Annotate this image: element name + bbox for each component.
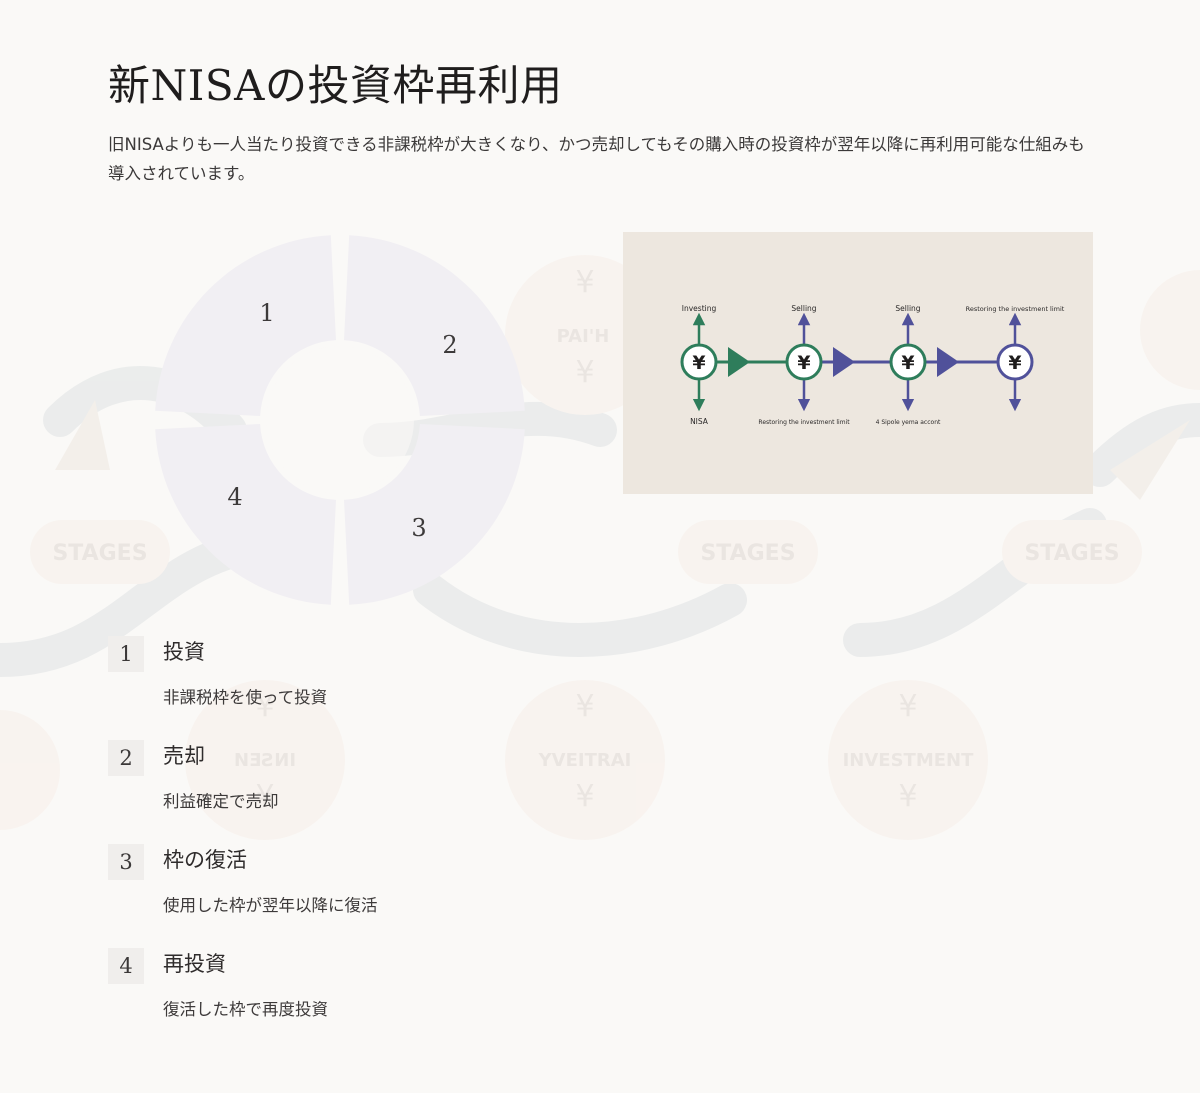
step-description: 復活した枠で再度投資 — [163, 1000, 328, 1019]
background-stage-pill — [1002, 520, 1142, 584]
background-investment-label: INVESTMENT — [843, 750, 975, 771]
yen-icon: ¥ — [575, 355, 594, 390]
yen-icon: ¥ — [898, 779, 917, 814]
background-stage-label: STAGES — [1024, 541, 1119, 566]
background-disc — [828, 680, 988, 840]
flow-node — [996, 343, 1034, 381]
background-mirror-label: NƎƧИI — [234, 750, 296, 771]
step-number-badge: 4 — [108, 948, 144, 984]
step-description: 利益確定で売却 — [163, 792, 279, 811]
flow-top-label: Selling — [791, 304, 816, 313]
background-disc — [505, 680, 665, 840]
step-description: 非課税枠を使って投資 — [163, 688, 328, 707]
background-stage-label: STAGES — [700, 541, 795, 566]
flow-bottom-label: 4 Sipole yema accont — [876, 419, 941, 426]
step-item-4: 4 再投資 復活した枠で再度投資 — [108, 946, 608, 1050]
background-disc — [185, 680, 345, 840]
step-title: 再投資 — [163, 952, 226, 976]
yen-icon: ¥ — [797, 352, 810, 374]
background-flow-band — [1083, 403, 1200, 487]
flow-node — [785, 343, 823, 381]
background-stage-pill — [678, 520, 818, 584]
flow-arrowhead — [833, 347, 855, 377]
step-title: 枠の復活 — [163, 848, 247, 872]
background-mirror-label: YVEITRAI — [538, 750, 632, 771]
cycle-segment-4 — [155, 424, 336, 605]
step-number-badge: 1 — [108, 636, 144, 672]
cycle-segment-number: 3 — [411, 514, 426, 542]
flow-bottom-label: NISA — [690, 417, 709, 426]
yen-icon: ¥ — [575, 689, 594, 724]
page-title: 新NISAの投資枠再利用 — [108, 61, 563, 110]
background-arrow-shape — [55, 400, 110, 470]
flow-top-label: Restoring the investment limit — [966, 305, 1065, 313]
step-title: 売却 — [163, 744, 205, 768]
flow-top-label: Investing — [682, 304, 717, 313]
step-list: 1 投資 非課税枠を使って投資 2 売却 利益確定で売却 3 枠の復活 使用した… — [108, 634, 608, 1050]
page-description: 旧NISAよりも一人当たり投資できる非課税枠が大きくなり、かつ売却してもその購入… — [108, 135, 1085, 183]
step-item-3: 3 枠の復活 使用した枠が翌年以降に復活 — [108, 842, 608, 946]
step-title: 投資 — [163, 640, 205, 664]
background-flow-band — [413, 573, 747, 657]
flow-node — [889, 343, 927, 381]
flow-bottom-label: Restoring the investment limit — [758, 419, 850, 426]
step-description: 使用した枠が翌年以降に復活 — [163, 896, 378, 915]
yen-icon: ¥ — [1008, 352, 1021, 374]
background-path-label: PAI'H — [557, 326, 610, 347]
yen-icon: ¥ — [901, 352, 914, 374]
cycle-segment-3 — [344, 424, 525, 605]
yen-icon: ¥ — [575, 265, 594, 300]
cycle-segment-2 — [344, 235, 525, 416]
step-item-2: 2 売却 利益確定で売却 — [108, 738, 608, 842]
yen-icon: ¥ — [692, 352, 705, 374]
step-item-1: 1 投資 非課税枠を使って投資 — [108, 634, 608, 738]
background-stage-pill — [30, 520, 170, 584]
background-disc — [1140, 270, 1200, 390]
cycle-segment-number: 1 — [259, 299, 274, 327]
background-arrow-shape — [1110, 420, 1190, 500]
flow-arrowhead — [728, 347, 750, 377]
yen-icon: ¥ — [575, 779, 594, 814]
yen-icon: ¥ — [255, 689, 274, 724]
yen-icon: ¥ — [255, 779, 274, 814]
background-art-group: STAGES STAGES STAGES INVESTMENT YVEITRAI NƎƧИ… — [0, 255, 1200, 840]
yen-icon: ¥ — [898, 689, 917, 724]
cycle-center — [266, 346, 414, 494]
step-number-badge: 3 — [108, 844, 144, 880]
flow-top-label: Selling — [895, 304, 920, 313]
background-stage-label: STAGES — [52, 541, 147, 566]
cycle-segment-number: 2 — [442, 331, 457, 359]
step-number-badge: 2 — [108, 740, 144, 776]
reuse-cycle-diagram: 1 2 3 4 — [155, 235, 525, 605]
background-disc — [0, 710, 60, 830]
cycle-segment-number: 4 — [227, 483, 242, 511]
cycle-segment-1 — [155, 235, 336, 416]
flow-arrowhead — [937, 347, 959, 377]
flow-node — [680, 343, 718, 381]
